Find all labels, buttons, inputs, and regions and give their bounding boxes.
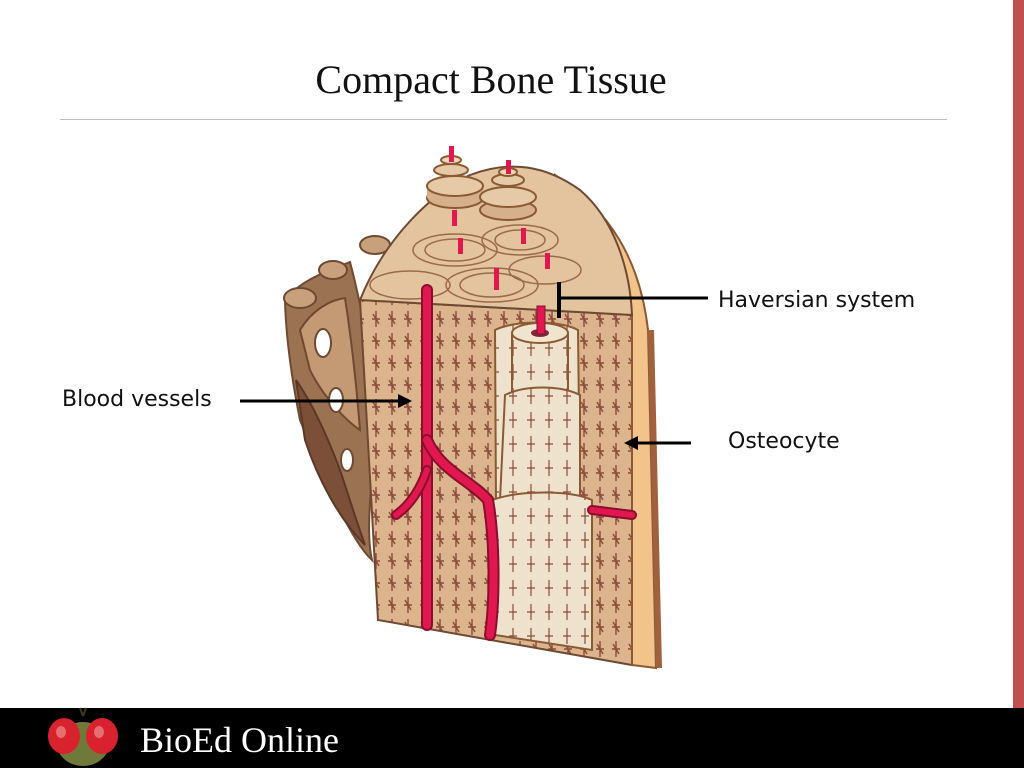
pointer-blood-vessels (240, 394, 412, 408)
pointer-osteocyte (624, 436, 691, 450)
label-haversian-system: Haversian system (718, 288, 916, 313)
label-blood-vessels: Blood vessels (62, 387, 212, 412)
bone-top-face (358, 146, 634, 317)
blood-vessels (391, 284, 637, 641)
compact-bone-diagram (240, 146, 708, 670)
slide-title: Compact Bone Tissue (315, 57, 667, 102)
accent-bar (1013, 0, 1024, 708)
title-divider (60, 119, 947, 120)
haversian-column (490, 305, 593, 652)
osteon-cylinders (426, 155, 537, 221)
footer-bar (0, 708, 1024, 768)
fruit-fly-icon (48, 707, 118, 766)
pointer-haversian (557, 282, 708, 318)
spongy-bone (283, 235, 391, 563)
label-osteocyte: Osteocyte (728, 429, 840, 454)
footer-brand: BioEd Online (140, 720, 339, 760)
